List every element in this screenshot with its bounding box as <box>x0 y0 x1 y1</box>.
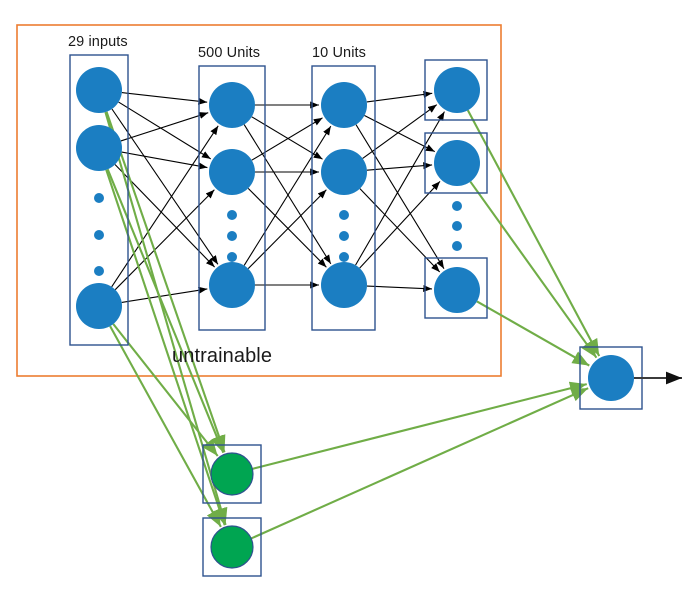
ellipsis-dot-hidden-layer-1-1 <box>227 231 237 241</box>
edge-input-1-green-0 <box>106 168 225 454</box>
node-hidden-layer-2-2[interactable] <box>321 262 367 308</box>
black-edges-group <box>111 90 445 303</box>
node-box-output-feature-layer-1 <box>424 132 488 194</box>
edge-input-0-h1-0 <box>121 92 208 105</box>
edge-h1-0-h2-2 <box>243 124 332 265</box>
layer-box-hidden-layer-1 <box>198 65 266 331</box>
edge-h1-1-h2-0 <box>251 117 323 161</box>
node-trainable-green-layer-0[interactable] <box>210 452 254 496</box>
edge-h1-2-h2-1 <box>247 189 327 270</box>
nodes-group <box>76 67 634 569</box>
edge-input-0-green-1 <box>104 111 228 526</box>
edge-h1-2-h2-0 <box>243 125 332 266</box>
edge-h2-2-feat-0 <box>355 111 445 266</box>
edge-h2-2-feat-1 <box>359 180 441 269</box>
edge-input-2-h1-2 <box>121 286 208 303</box>
edge-h1-0-h2-1 <box>251 116 323 160</box>
ellipsis-dot-input-layer-1 <box>94 230 104 240</box>
node-hidden-layer-2-0[interactable] <box>321 82 367 128</box>
edge-h2-1-feat-2 <box>359 188 441 273</box>
edge-h2-0-feat-2 <box>355 124 445 269</box>
layer-box-input-layer <box>69 54 129 346</box>
ellipsis-dot-hidden-layer-1-2 <box>227 252 237 262</box>
node-input-layer-0[interactable] <box>76 67 122 113</box>
node-box-trainable-green-layer-0 <box>202 444 262 504</box>
node-output-feature-layer-2[interactable] <box>434 267 480 313</box>
edge-h2-2-feat-2 <box>366 284 433 293</box>
ellipsis-dot-hidden-layer-2-0 <box>339 210 349 220</box>
untrainable-region-rect <box>16 24 502 377</box>
node-trainable-green-layer-1[interactable] <box>210 525 254 569</box>
label-input-layer: 29 inputs <box>68 34 128 50</box>
node-final-output-layer-0[interactable] <box>588 355 634 401</box>
edge-feat-2-output <box>476 300 590 367</box>
edge-input-1-green-1 <box>105 169 226 526</box>
node-box-trainable-green-layer-1 <box>202 517 262 577</box>
ellipsis-dot-hidden-layer-1-0 <box>227 210 237 220</box>
edge-green-0-output <box>252 381 588 470</box>
edge-input-2-h1-1 <box>114 189 215 291</box>
edge-feat-1-output <box>469 181 598 359</box>
edge-green-1-output <box>250 387 589 540</box>
layer-box-hidden-layer-2 <box>311 65 376 331</box>
edge-input-1-h1-1 <box>121 151 208 170</box>
label-hidden-layer-1: 500 Units <box>198 45 261 61</box>
edge-h2-0-feat-0 <box>366 90 433 103</box>
node-hidden-layer-1-0[interactable] <box>209 82 255 128</box>
edge-feat-0-output <box>466 109 601 357</box>
ellipsis-dot-input-layer-0 <box>94 193 104 203</box>
node-input-layer-1[interactable] <box>76 125 122 171</box>
edge-input-1-h1-0 <box>120 112 209 142</box>
node-box-output-feature-layer-2 <box>424 257 488 319</box>
ellipsis-dot-output-feature-layer-0 <box>452 201 462 211</box>
edge-input-0-h1-2 <box>111 108 219 265</box>
green-edges-group <box>104 109 601 540</box>
ellipsis-dot-input-layer-2 <box>94 266 104 276</box>
untrainable-region-box <box>16 24 502 377</box>
node-hidden-layer-1-2[interactable] <box>209 262 255 308</box>
edge-input-2-green-0 <box>112 323 219 457</box>
edge-h1-1-h2-2 <box>247 187 327 268</box>
edge-input-2-h1-0 <box>111 125 219 288</box>
edge-input-0-h1-1 <box>118 101 212 160</box>
node-input-layer-2[interactable] <box>76 283 122 329</box>
node-box-output-feature-layer-0 <box>424 59 488 121</box>
ellipsis-dot-hidden-layer-2-1 <box>339 231 349 241</box>
node-hidden-layer-2-1[interactable] <box>321 149 367 195</box>
label-hidden-layer-2: 10 Units <box>312 45 366 61</box>
node-output-feature-layer-1[interactable] <box>434 140 480 186</box>
edge-h2-0-feat-1 <box>364 115 436 153</box>
ellipsis-dot-output-feature-layer-2 <box>452 241 462 251</box>
edge-h2-1-feat-1 <box>366 162 433 171</box>
label-untrainable-region: untrainable <box>172 345 273 367</box>
edge-input-0-green-0 <box>105 111 226 453</box>
node-output-feature-layer-0[interactable] <box>434 67 480 113</box>
node-hidden-layer-1-1[interactable] <box>209 149 255 195</box>
ellipsis-dot-output-feature-layer-1 <box>452 221 462 231</box>
ellipsis-dot-hidden-layer-2-2 <box>339 252 349 262</box>
